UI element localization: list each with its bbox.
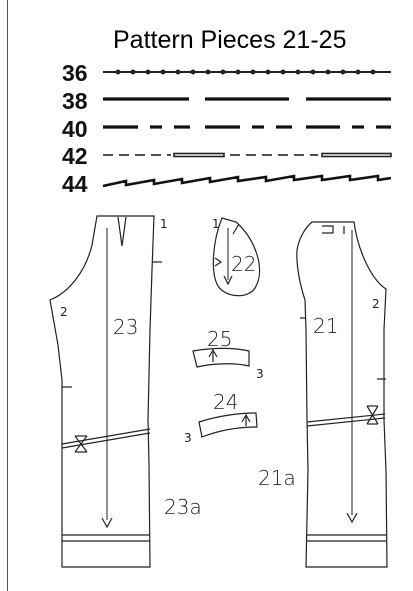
legend-line-42 [103, 152, 392, 158]
pattern-piece-23 [49, 215, 162, 568]
legend-line-44 [102, 174, 392, 188]
legend-line-36 [103, 69, 391, 75]
piece-label-25: 25 [207, 327, 232, 351]
pattern-piece-22 [212, 217, 261, 297]
notch-label-24-3: 3 [184, 431, 192, 445]
pattern-piece-25 [192, 347, 250, 368]
piece-label-21: 21 [313, 314, 338, 338]
size-label-38: 38 [62, 88, 88, 114]
size-label-42: 42 [62, 143, 88, 169]
pattern-piece-21 [296, 221, 388, 568]
piece-label-23: 23 [113, 315, 138, 339]
notch-label-25-3: 3 [256, 367, 264, 381]
piece-label-24: 24 [213, 390, 238, 414]
notch-label-right-2: 2 [372, 297, 380, 311]
piece-label-22: 22 [231, 252, 256, 276]
size-label-36: 36 [62, 60, 88, 86]
notch-label-pocket-1: 1 [212, 217, 220, 231]
size-label-44: 44 [62, 171, 88, 197]
size-label-40: 40 [62, 116, 88, 142]
piece-label-23a: 23a [164, 495, 202, 519]
left-border [7, 0, 8, 591]
piece-label-21a: 21a [258, 466, 296, 490]
notch-label-left-1: 1 [160, 217, 168, 231]
page-title: Pattern Pieces 21-25 [113, 26, 347, 54]
notch-label-left-2: 2 [60, 305, 68, 319]
pattern-piece-24 [198, 412, 258, 438]
